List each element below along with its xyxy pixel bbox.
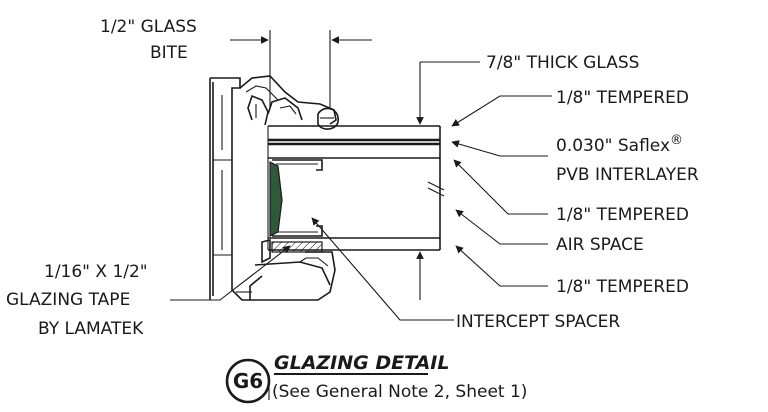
tempered-mid-label: 1/8" TEMPERED <box>556 205 689 225</box>
saflex-label-line2: PVB INTERLAYER <box>556 165 699 185</box>
glazing-tape <box>261 238 323 264</box>
saflex-label-line1: 0.030" Saflex® <box>556 133 683 156</box>
glass-bite-label-line2: BITE <box>150 43 188 63</box>
tempered-bottom-label: 1/8" TEMPERED <box>556 277 689 297</box>
detail-title-block: G6 GLAZING DETAIL (See General Note 2, S… <box>225 352 527 404</box>
glazing-sealant <box>269 161 283 237</box>
glazing-tape-label-line2: GLAZING TAPE <box>6 290 130 310</box>
detail-subtitle: (See General Note 2, Sheet 1) <box>272 382 527 402</box>
thick-glass-dimension <box>416 61 480 300</box>
glass-unit <box>267 125 445 251</box>
detail-badge: G6 <box>233 369 263 393</box>
frame-extrusion <box>209 77 336 301</box>
glass-bite-label-line1: 1/2" GLASS <box>100 17 197 37</box>
glass-bite-dimension <box>230 30 372 108</box>
glazing-tape-label-line3: BY LAMATEK <box>38 319 144 339</box>
leader-lines <box>170 95 552 321</box>
air-space-label: AIR SPACE <box>556 235 644 255</box>
callout-labels: 1/2" GLASS BITE 7/8" THICK GLASS 1/8" TE… <box>6 17 699 339</box>
intercept-spacer-label: INTERCEPT SPACER <box>456 312 620 332</box>
thick-glass-label: 7/8" THICK GLASS <box>486 53 639 73</box>
intercept-spacer <box>269 159 323 237</box>
tempered-top-label: 1/8" TEMPERED <box>556 88 689 108</box>
glazing-tape-label-line1: 1/16" X 1/2" <box>44 262 148 282</box>
detail-title: GLAZING DETAIL <box>274 352 449 374</box>
pressure-cap <box>239 75 339 130</box>
